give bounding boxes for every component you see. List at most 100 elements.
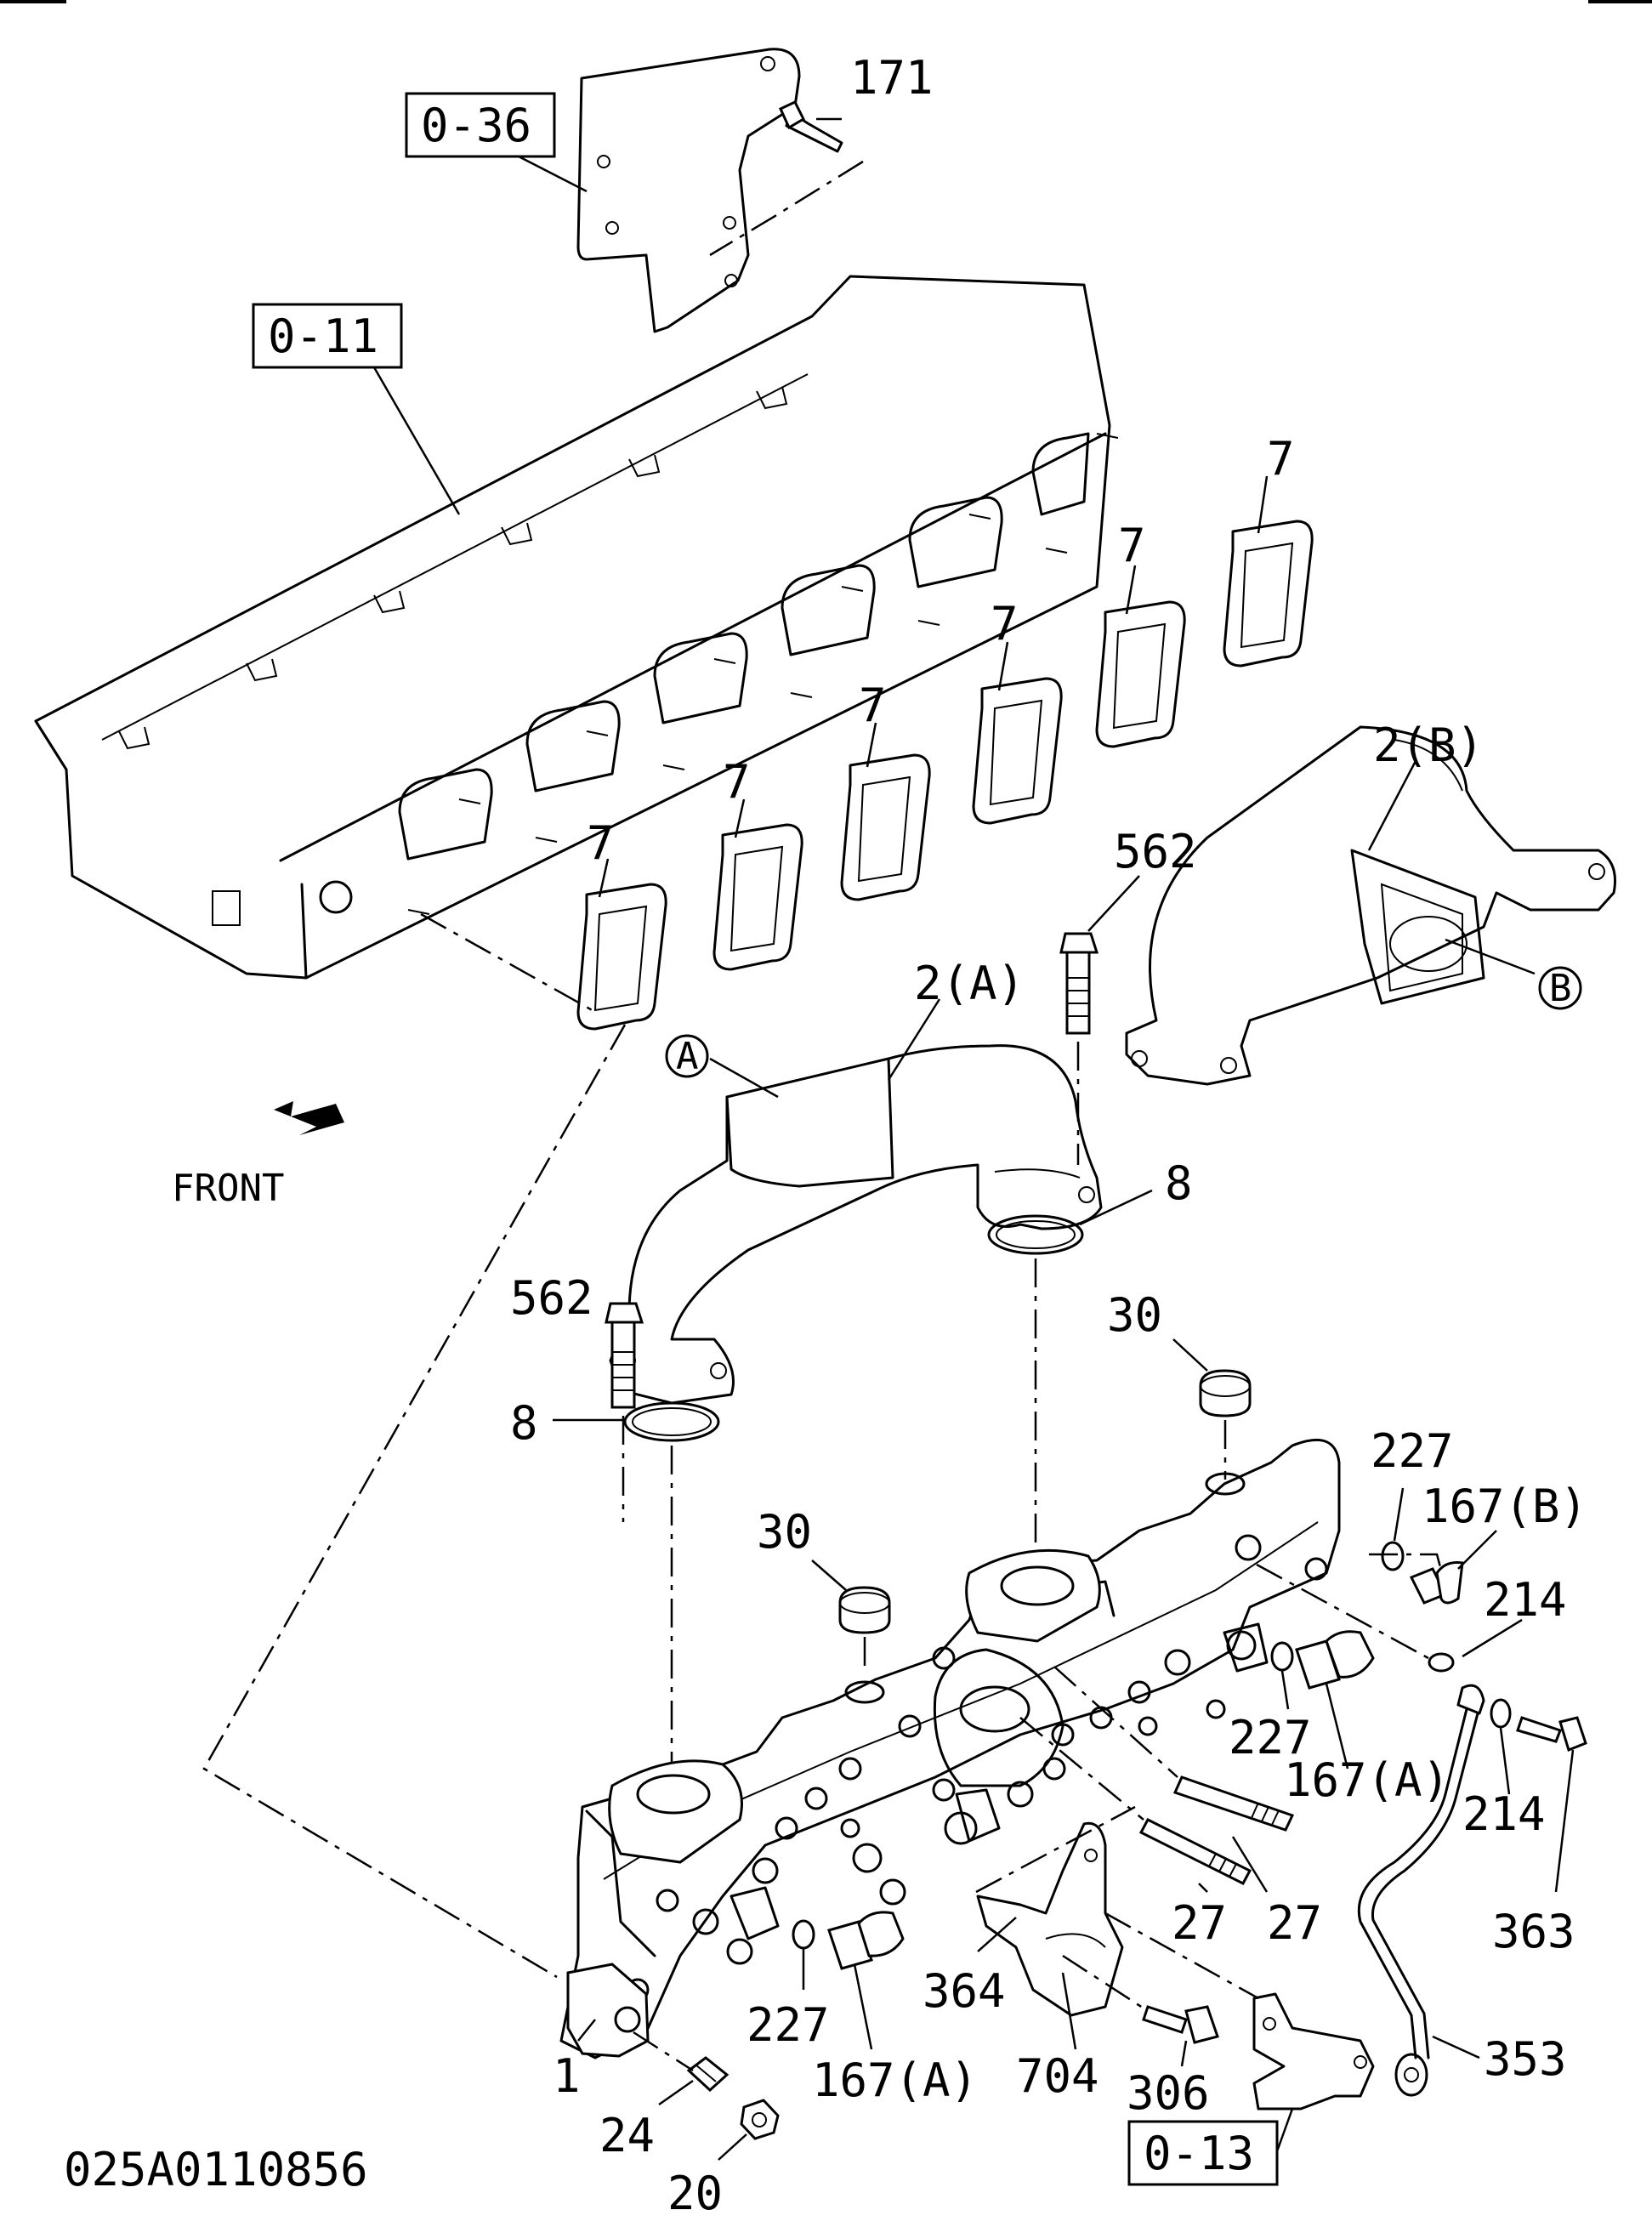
bolt-171 bbox=[779, 100, 843, 153]
ref-box-036[interactable]: 0-36 bbox=[405, 92, 556, 158]
exhaust-manifold-1 bbox=[559, 1438, 1341, 2059]
callout-20: 20 bbox=[667, 2167, 723, 2220]
leader-30-lower bbox=[811, 1559, 847, 1591]
callout-167b: 167(B) bbox=[1422, 1480, 1587, 1533]
cylinder-head bbox=[34, 275, 1119, 980]
leader-167a-right bbox=[1325, 1683, 1349, 1770]
plug-167a-right bbox=[1295, 1630, 1375, 1690]
callout-364: 364 bbox=[923, 1964, 1006, 2018]
callout-8-lower: 8 bbox=[510, 1396, 538, 1450]
callout-7-3: 7 bbox=[859, 679, 887, 732]
callout-1: 1 bbox=[553, 2049, 581, 2103]
washer-214-upper bbox=[1428, 1652, 1455, 1673]
callout-227-upper: 227 bbox=[1371, 1424, 1454, 1478]
callout-227-lower: 227 bbox=[747, 1998, 830, 2052]
gasket-7-6 bbox=[1223, 520, 1314, 668]
leader-2a bbox=[887, 998, 941, 1081]
leader-2b bbox=[1367, 760, 1417, 851]
callout-562-upper: 562 bbox=[1114, 825, 1197, 878]
callout-7-2: 7 bbox=[723, 755, 751, 809]
callout-167a-left: 167(A) bbox=[812, 2054, 978, 2107]
callout-27-right: 27 bbox=[1267, 1896, 1322, 1950]
callout-24: 24 bbox=[599, 2109, 655, 2162]
leader-27-a bbox=[1231, 1836, 1269, 1893]
o-ring-8-lower bbox=[623, 1401, 720, 1442]
callout-27-left: 27 bbox=[1172, 1896, 1227, 1950]
callout-214-lower: 214 bbox=[1462, 1787, 1546, 1841]
ref-036-label: 0-36 bbox=[421, 99, 531, 152]
leader-363 bbox=[1554, 1749, 1575, 1893]
dash-line-27-b bbox=[1019, 1717, 1144, 1821]
circle-b-label: B bbox=[1549, 967, 1572, 1010]
leader-013 bbox=[1275, 2108, 1294, 2152]
callout-306: 306 bbox=[1127, 2066, 1210, 2120]
ref-011-label: 0-11 bbox=[268, 310, 378, 363]
dash-line-364 bbox=[975, 1805, 1136, 1894]
leader-167a-left bbox=[853, 1963, 873, 2050]
cap-30-upper bbox=[1199, 1369, 1252, 1417]
front-label: FRONT bbox=[172, 1167, 284, 1210]
dash-line-171 bbox=[709, 160, 864, 257]
bolt-363 bbox=[1516, 1716, 1587, 1753]
stud-24 bbox=[686, 2056, 729, 2093]
circle-a-label: A bbox=[676, 1035, 699, 1078]
callout-562-lower: 562 bbox=[510, 1271, 593, 1325]
washer-227-upper bbox=[1381, 1541, 1405, 1571]
dash-line-27-a bbox=[1053, 1666, 1178, 1778]
manifold-2a bbox=[609, 1044, 1103, 1405]
leader-306 bbox=[1180, 2040, 1188, 2067]
bracket-364 bbox=[976, 1821, 1124, 2017]
leader-214-lower bbox=[1499, 1727, 1511, 1795]
cap-30-lower bbox=[838, 1586, 891, 1634]
leader-24 bbox=[658, 2079, 694, 2106]
leader-167b bbox=[1457, 1530, 1497, 1570]
callout-704: 704 bbox=[1016, 2049, 1099, 2103]
bracket-013 bbox=[1252, 1992, 1375, 2111]
dash-line-24 bbox=[633, 2031, 694, 2072]
leader-353 bbox=[1432, 2035, 1480, 2059]
leader-227-upper bbox=[1393, 1487, 1405, 1542]
plug-167a-left bbox=[827, 1911, 905, 1970]
leader-20 bbox=[718, 2133, 747, 2161]
leader-30-upper bbox=[1172, 1338, 1208, 1372]
dash-line-306 bbox=[1062, 1954, 1149, 2013]
callout-214-upper: 214 bbox=[1484, 1573, 1567, 1627]
stud-27-a bbox=[1172, 1775, 1295, 1832]
leader-704 bbox=[1061, 1972, 1077, 2050]
nut-20 bbox=[740, 2099, 780, 2140]
bolt-562-upper bbox=[1059, 932, 1099, 1035]
callout-7-5: 7 bbox=[1118, 519, 1146, 572]
leader-227-mid bbox=[1280, 1670, 1290, 1710]
leader-036 bbox=[518, 155, 588, 193]
washer-227-mid bbox=[1270, 1641, 1294, 1672]
leader-1 bbox=[577, 2019, 596, 2042]
gasket-7-4 bbox=[972, 677, 1063, 825]
leaders-7 bbox=[598, 475, 1269, 898]
ref-box-013[interactable]: 0-13 bbox=[1127, 2120, 1279, 2186]
callout-171: 171 bbox=[850, 51, 934, 105]
leader-a bbox=[709, 1057, 779, 1099]
callout-2b: 2(B) bbox=[1373, 719, 1484, 772]
callout-7-4: 7 bbox=[991, 597, 1019, 650]
callout-7-1: 7 bbox=[587, 816, 615, 870]
leader-b bbox=[1445, 938, 1536, 975]
gasket-7-1 bbox=[576, 883, 667, 1031]
leader-364 bbox=[977, 1917, 1017, 1952]
callout-8-upper: 8 bbox=[1165, 1156, 1193, 1210]
dash-line-gasket bbox=[420, 912, 596, 1014]
ref-box-011[interactable]: 0-11 bbox=[252, 303, 403, 369]
drawing-number: 025A0110856 bbox=[64, 2143, 368, 2196]
callout-30-upper: 30 bbox=[1107, 1288, 1162, 1342]
leader-562-upper bbox=[1087, 875, 1140, 932]
bolt-306 bbox=[1142, 2005, 1219, 2044]
gasket-7-5 bbox=[1095, 600, 1186, 748]
gasket-7-2 bbox=[712, 823, 803, 971]
leader-27-b bbox=[1198, 1883, 1208, 1893]
washer-214-lower bbox=[1490, 1698, 1512, 1729]
washer-227-lower bbox=[792, 1919, 815, 1950]
callout-2a: 2(A) bbox=[914, 957, 1025, 1010]
leader-214-upper bbox=[1462, 1618, 1523, 1658]
dash-line-363 bbox=[1256, 1563, 1429, 1660]
leader-011 bbox=[372, 366, 461, 515]
